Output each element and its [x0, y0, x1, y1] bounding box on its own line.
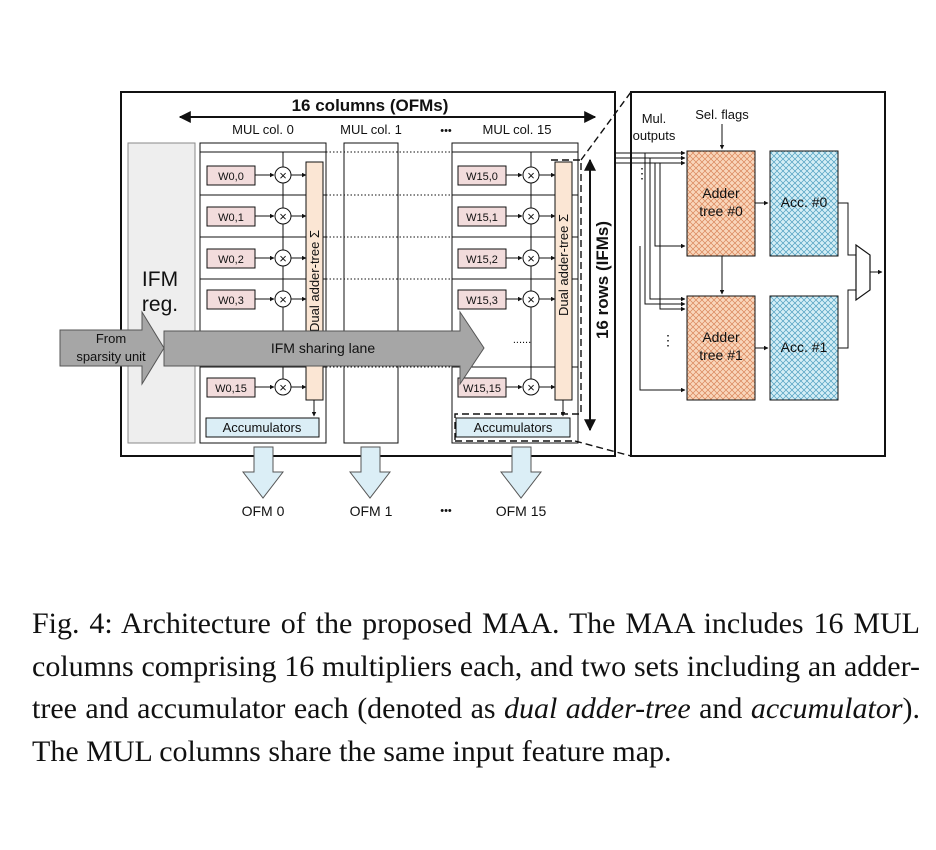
col-label-1: MUL col. 1: [340, 122, 402, 137]
multiply-symbol: ×: [527, 251, 535, 266]
sel-flags-label: Sel. flags: [695, 107, 749, 122]
mul-col-15: [451, 142, 579, 444]
detail-frame: [630, 91, 886, 457]
sparsity-label-1: From: [96, 331, 126, 346]
multiply-symbol: ×: [279, 292, 287, 307]
accumulators-label: Accumulators: [474, 420, 553, 435]
zoom-line-bottom: [574, 440, 632, 457]
mul-col-0: [199, 142, 327, 444]
dual-adder-tree-label: Dual adder-tree Σ: [307, 230, 322, 332]
accumulators-label: Accumulators: [223, 420, 302, 435]
multiply-symbol: ×: [527, 209, 535, 224]
adder-tree-0-label-1: Adder: [702, 185, 740, 201]
maa-architecture-diagram: 16 columns (OFMs) MUL col. 0 MUL col. 1 …: [59, 91, 886, 519]
detail-highlight: [454, 159, 582, 441]
ofm-arrow-1: [348, 446, 392, 499]
caption-part-2: and: [690, 692, 751, 725]
weight-label: W15,15: [463, 383, 501, 395]
weight-label: W0,0: [218, 171, 244, 183]
adder-tree-0-label-2: tree #0: [699, 203, 743, 219]
weight-label: W0,3: [218, 295, 244, 307]
weight-label: W15,0: [466, 171, 498, 183]
ifm-reg-label-1: IFM: [142, 268, 178, 291]
detail-dots-top: ⋮: [635, 165, 649, 181]
ifm-register: [127, 142, 196, 444]
adder-tree-1: [686, 295, 756, 401]
mul-col-1: [343, 142, 399, 444]
ofm-label-15: OFM 15: [496, 503, 547, 519]
acc-1: [769, 295, 839, 401]
ifm-reg-label-2: reg.: [142, 293, 178, 316]
weight-label: W0,15: [215, 383, 247, 395]
col15-rows: W15,0 × W15,1 × W15,2 × W15,3 × ...... W…: [452, 151, 578, 398]
row-ellipsis: ......: [513, 334, 531, 346]
ofm-label-1: OFM 1: [350, 503, 393, 519]
adder-tree-1-label-2: tree #1: [699, 347, 743, 363]
weight-label: W0,2: [218, 254, 244, 266]
multiply-symbol: ×: [279, 168, 287, 183]
figure-caption: Fig. 4: Architecture of the proposed MAA…: [32, 603, 920, 773]
multiply-symbol: ×: [527, 168, 535, 183]
multiply-symbol: ×: [279, 209, 287, 224]
zoom-line-top: [580, 91, 632, 161]
col-label-15: MUL col. 15: [483, 122, 552, 137]
acc-0-label: Acc. #0: [781, 194, 828, 210]
sparsity-label-2: sparsity unit: [76, 349, 146, 364]
rows-label: 16 rows (IFMs): [593, 221, 612, 339]
accumulators-col15: [455, 417, 571, 438]
ofm-ellipsis: •••: [440, 505, 452, 517]
multiply-symbol: ×: [279, 251, 287, 266]
dual-adder-tree-label: Dual adder-tree Σ: [556, 214, 571, 316]
mul-outputs-label-2: outputs: [633, 128, 676, 143]
multiply-symbol: ×: [527, 380, 535, 395]
multiply-symbol: ×: [527, 292, 535, 307]
acc-1-label: Acc. #1: [781, 339, 828, 355]
adder-tree-1-label-1: Adder: [702, 329, 740, 345]
col-label-0: MUL col. 0: [232, 122, 294, 137]
caption-italic-2: accumulator: [750, 692, 903, 725]
caption-part-1: Fig. 4: Architecture of the proposed MAA…: [32, 607, 920, 725]
multiply-symbol: ×: [279, 380, 287, 395]
weight-label: W15,1: [466, 212, 498, 224]
weight-label: W15,2: [466, 254, 498, 266]
ofm-arrow-15: [499, 446, 543, 499]
col0-rows: W0,0 × W0,1 × W0,2 × W0,3 × W0,15: [200, 151, 326, 398]
caption-part-3: ). The MUL columns share the same input …: [32, 692, 920, 768]
sparsity-input-arrow: [59, 310, 165, 386]
ofm-arrow-0: [241, 446, 285, 499]
col-ellipsis: •••: [440, 125, 452, 137]
accumulators-col0: [205, 417, 320, 438]
weight-label: W0,1: [218, 212, 244, 224]
mul-outputs-label-1: Mul.: [642, 111, 667, 126]
adder-tree-0: [686, 150, 756, 257]
ofm-label-0: OFM 0: [242, 503, 285, 519]
detail-dots-bottom: ⋮: [661, 332, 675, 348]
caption-italic-1: dual adder-tree: [504, 692, 691, 725]
mul-output-wires: [615, 150, 686, 393]
ifm-sharing-lane-label: IFM sharing lane: [271, 340, 375, 356]
columns-label: 16 columns (OFMs): [292, 96, 449, 115]
weight-label: W15,3: [466, 295, 498, 307]
ifm-sharing-lane: [163, 310, 485, 386]
row-dotted-lines: [326, 151, 452, 368]
acc-0: [769, 150, 839, 257]
output-mux: [855, 243, 871, 302]
